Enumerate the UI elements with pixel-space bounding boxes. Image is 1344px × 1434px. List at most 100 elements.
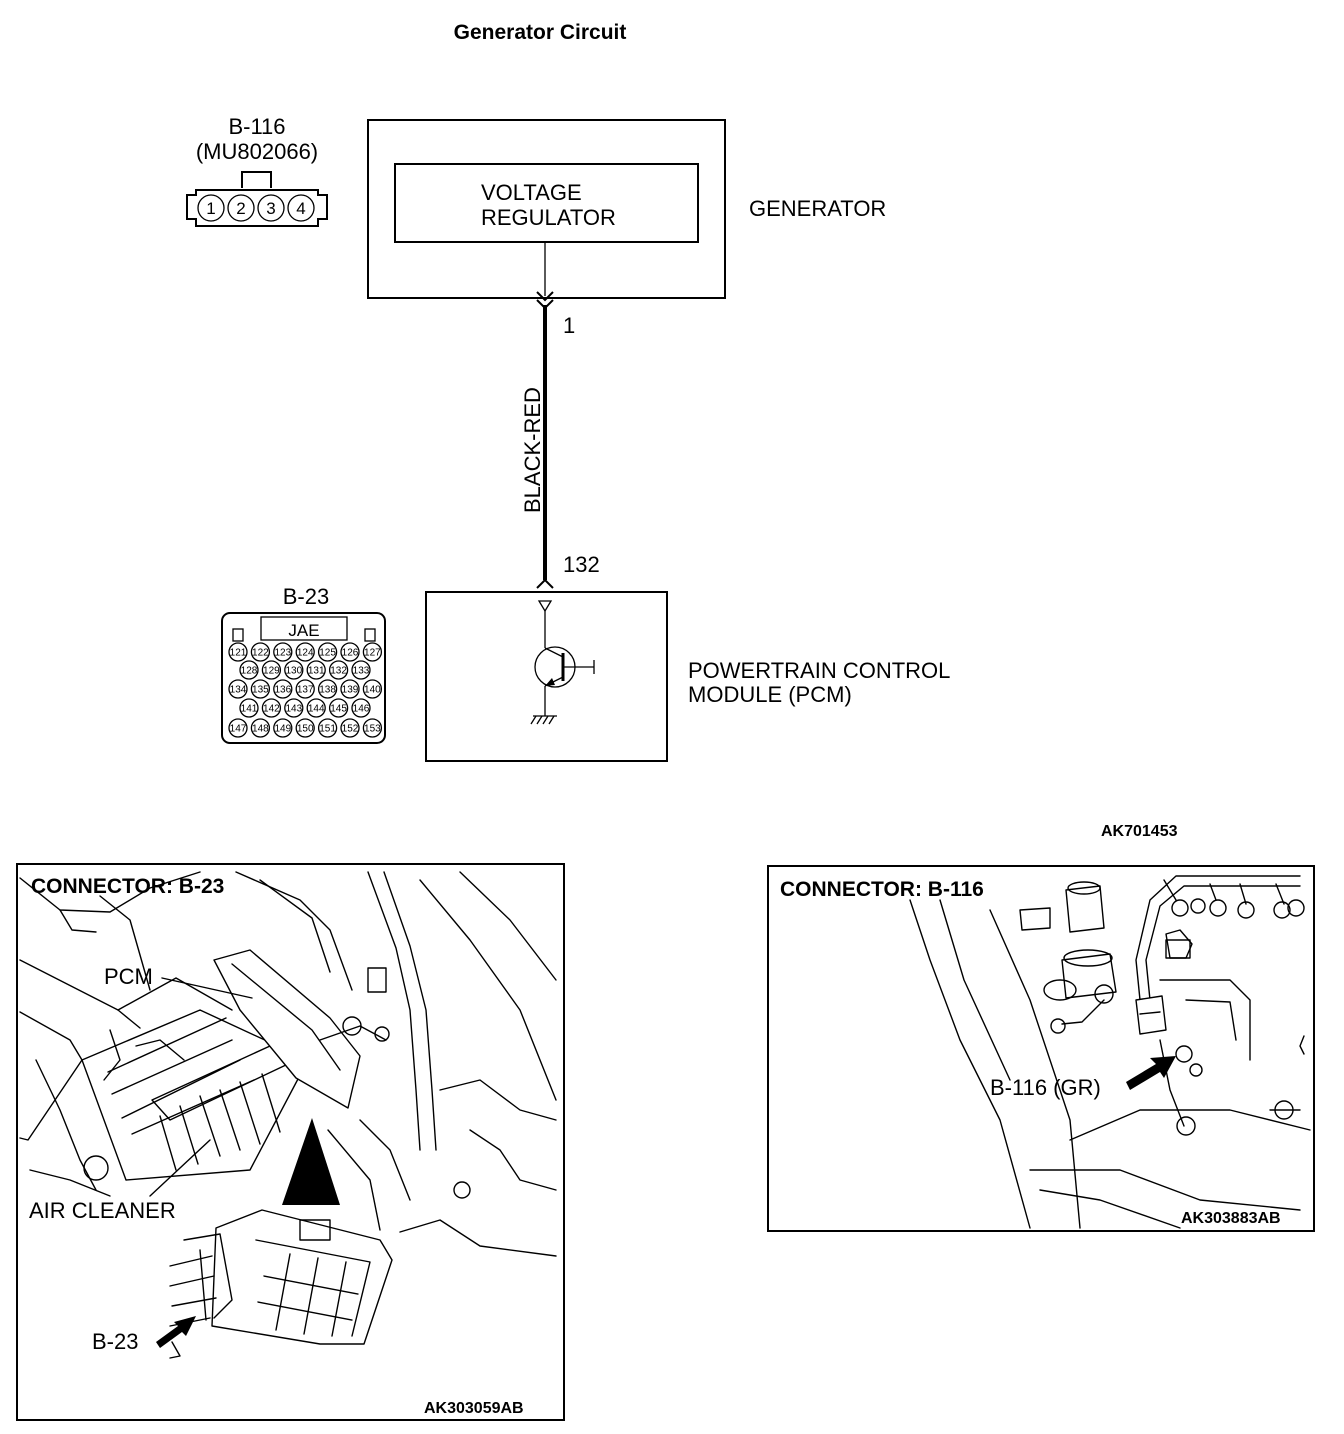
b23-pin-circle [362, 679, 383, 699]
connector-b23-maker: JAE [288, 621, 319, 640]
b23-pin-150: 150 [297, 724, 314, 735]
b23-pin-circle [340, 679, 360, 699]
panel-right-code: AK303883AB [1181, 1210, 1281, 1227]
b116-pin-2: 2 [236, 199, 245, 218]
b116-pin-1: 1 [206, 199, 215, 218]
b23-pin-143: 143 [285, 704, 302, 715]
pcm-block: POWERTRAIN CONTROL MODULE (PCM) [425, 591, 950, 762]
b23-pin-133: 133 [353, 666, 370, 677]
b23-pin-circle [362, 718, 383, 738]
b23-pin-136: 136 [274, 685, 291, 696]
b23-pin-140: 140 [364, 685, 381, 696]
b23-pin-circle [317, 718, 338, 738]
panel-left-connector-label: B-23 [92, 1329, 138, 1354]
panel-left-air-cleaner-label: AIR CLEANER [29, 1198, 176, 1223]
b23-pin-circle [228, 679, 248, 699]
b23-pin-circle [328, 660, 349, 680]
connector-b23-id: B-23 [283, 584, 329, 609]
b23-pin-circle [362, 642, 383, 662]
b23-pin-126: 126 [342, 648, 359, 659]
b23-pin-circle [295, 718, 315, 738]
b23-pin-153: 153 [364, 724, 381, 735]
b23-pin-147: 147 [230, 724, 247, 735]
connector-b116-face: B-116 (MU802066) 1 2 3 4 [186, 114, 328, 227]
b23-pin-152: 152 [342, 724, 359, 735]
b23-pin-137: 137 [297, 685, 314, 696]
document-code: AK701453 [1101, 823, 1178, 840]
b23-pin-circle [284, 698, 304, 718]
b23-pin-circle [295, 679, 315, 699]
b23-pin-135: 135 [252, 685, 269, 696]
pcm-label-line1: POWERTRAIN CONTROL [688, 658, 950, 683]
panel-connector-b116: CONNECTOR: B-116 B-116 (GR) AK303883AB [767, 865, 1315, 1232]
generator-block: VOLTAGE REGULATOR GENERATOR [367, 119, 886, 299]
b23-pin-144: 144 [308, 704, 325, 715]
connector-b116-id: B-116 [228, 114, 285, 139]
b23-pin-130: 130 [285, 666, 302, 677]
voltage-regulator-box [394, 163, 699, 243]
engine-bay-illustration-left [19, 871, 557, 1359]
b23-pin-circle [328, 698, 349, 718]
b23-pin-146: 146 [353, 704, 370, 715]
pcm-label-line2: MODULE (PCM) [688, 682, 852, 707]
b23-pin-circle [250, 642, 271, 662]
b23-pin-circle [261, 660, 282, 680]
b23-pin-circle [273, 718, 293, 738]
panel-left-code: AK303059AB [424, 1400, 524, 1417]
b23-pin-circle [250, 718, 271, 738]
b23-pin-123: 123 [274, 648, 291, 659]
voltage-regulator-label-line1: VOLTAGE [481, 180, 582, 205]
b23-pin-145: 145 [330, 704, 347, 715]
voltage-regulator-label-line2: REGULATOR [481, 205, 616, 230]
connector-b116-part-number: (MU802066) [196, 139, 318, 164]
b23-pin-circle [306, 698, 326, 718]
panel-connector-b23: CONNECTOR: B-23 PCM AIR CLEANER B-23 AK3… [16, 863, 565, 1421]
engine-bay-illustration-right [909, 875, 1311, 1229]
b23-pin-149: 149 [274, 724, 291, 735]
b23-pin-138: 138 [319, 685, 336, 696]
b23-pin-125: 125 [319, 648, 336, 659]
panel-left-pcm-label: PCM [104, 964, 153, 989]
b23-pin-circle [228, 718, 248, 738]
wire-black-red: 1 BLACK-RED 132 [520, 242, 600, 589]
b23-pin-circle [317, 679, 338, 699]
b23-pin-121: 121 [230, 648, 247, 659]
b23-pin-circle [340, 718, 360, 738]
b23-pin-122: 122 [252, 648, 269, 659]
b23-pin-139: 139 [342, 685, 359, 696]
b23-pin-circle [340, 642, 360, 662]
wire-pin-top: 1 [563, 313, 575, 338]
b23-pin-128: 128 [241, 666, 258, 677]
b23-pin-circle [261, 698, 282, 718]
panel-right-connector-label: B-116 (GR) [990, 1075, 1101, 1100]
b23-pin-circle [228, 642, 248, 662]
b23-pin-148: 148 [252, 724, 269, 735]
b116-pin-4: 4 [296, 199, 305, 218]
b23-pin-142: 142 [263, 704, 280, 715]
b23-pin-circle [239, 660, 259, 680]
b23-pin-124: 124 [297, 648, 314, 659]
b23-pin-132: 132 [330, 666, 347, 677]
b23-pin-circle [273, 642, 293, 662]
wire-color-label: BLACK-RED [520, 387, 545, 513]
wire-pin-bottom: 132 [563, 552, 600, 577]
b23-pin-circle [351, 660, 371, 680]
b23-pin-131: 131 [308, 666, 325, 677]
b23-pin-circle [250, 679, 271, 699]
b23-pin-circle [239, 698, 259, 718]
b23-pin-129: 129 [263, 666, 280, 677]
connector-b23-pin-grid: 121 122 123 124 125 126 127 128 129 130 131 132 133 1… [228, 642, 383, 738]
b23-pin-134: 134 [230, 685, 247, 696]
b23-pin-151: 151 [319, 724, 336, 735]
b23-pin-127: 127 [364, 648, 381, 659]
panel-left-title: CONNECTOR: B-23 [31, 875, 224, 898]
b23-pin-circle [317, 642, 338, 662]
b23-pin-circle [273, 679, 293, 699]
b23-pin-circle [295, 642, 315, 662]
panel-right-title: CONNECTOR: B-116 [780, 878, 984, 901]
diagram-title: Generator Circuit [454, 21, 627, 44]
transistor-icon [534, 646, 595, 688]
b23-pin-circle [351, 698, 371, 718]
